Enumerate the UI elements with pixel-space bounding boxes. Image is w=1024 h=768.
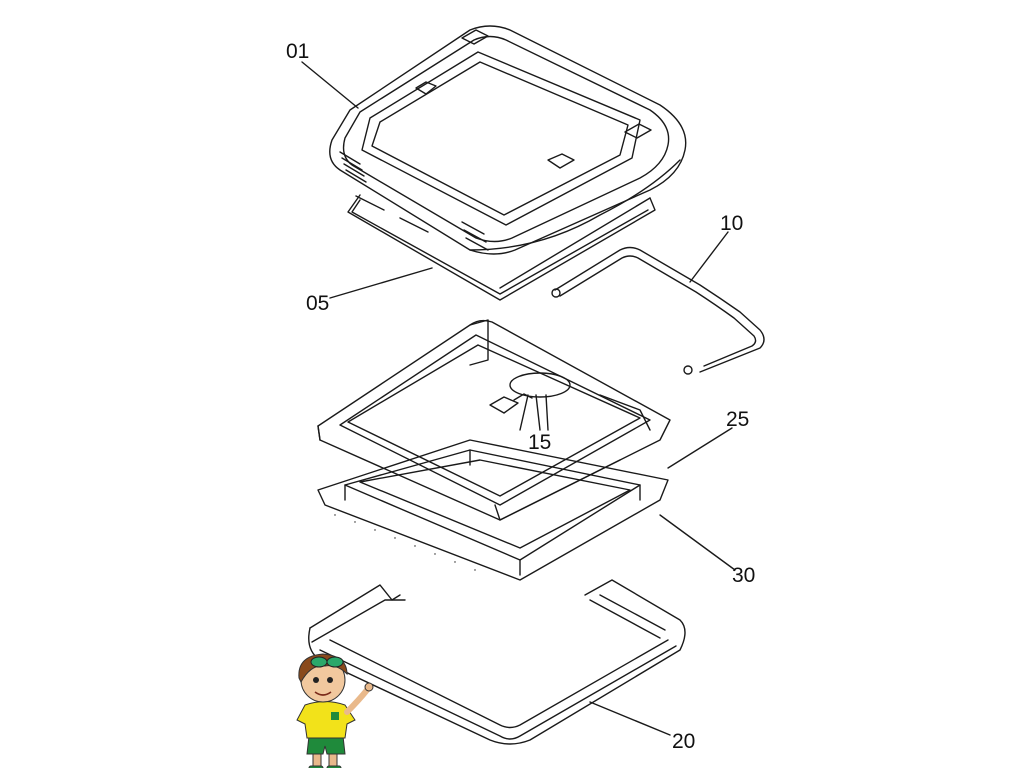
part-10-tube (551, 248, 764, 375)
part-15-knob (490, 372, 571, 430)
leader-25 (667, 427, 733, 469)
callout-label-15: 15 (528, 431, 551, 454)
callout-label-01: 01 (286, 40, 309, 63)
callout-label-30: 30 (732, 564, 755, 587)
part-30-base (318, 440, 668, 580)
callout-label-25: 25 (726, 408, 749, 431)
part-25-frame (318, 320, 670, 520)
leader-05 (329, 267, 433, 299)
leader-10 (689, 231, 729, 283)
part-20-trim (309, 580, 685, 744)
part-01-lid (330, 26, 686, 254)
part-05-gasket (348, 195, 655, 300)
callout-label-05: 05 (306, 292, 329, 315)
callout-label-10: 10 (720, 212, 743, 235)
leader-30 (659, 514, 736, 571)
leader-01 (301, 61, 359, 109)
cartoon-boy-mascot-icon (296, 653, 374, 768)
callout-label-20: 20 (672, 730, 695, 753)
leader-20 (589, 701, 671, 736)
